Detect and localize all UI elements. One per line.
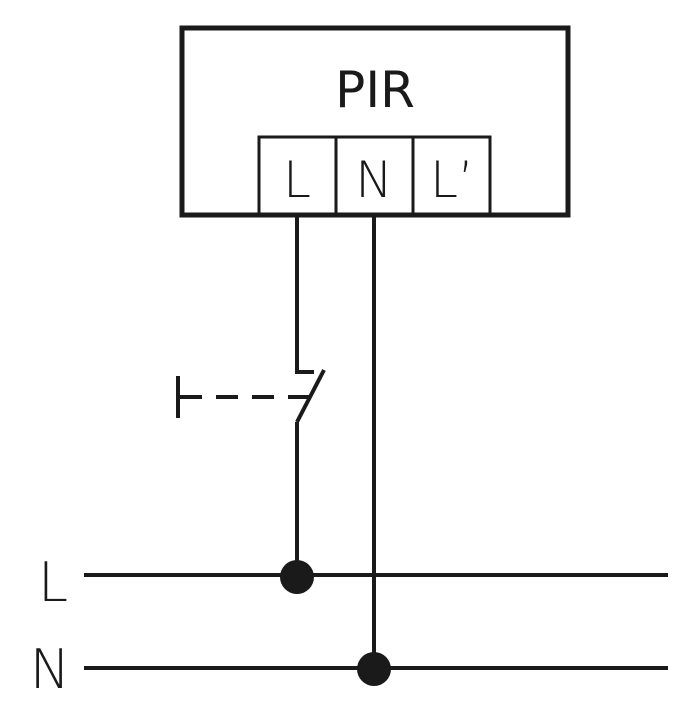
terminal-l-label: L — [283, 151, 311, 209]
pir-device: PIR L N L’ — [179, 25, 571, 218]
terminal-l-prime-label: L’ — [430, 151, 474, 209]
terminal-n — [334, 135, 415, 216]
terminal-n-label: N — [355, 151, 392, 209]
terminal-block: L N L’ — [257, 135, 492, 216]
live-wire — [295, 216, 326, 578]
switch-actuator — [176, 376, 310, 418]
live-wire-upper — [295, 216, 314, 374]
terminal-l-prime — [411, 135, 492, 216]
live-bus-label: L — [38, 551, 68, 614]
pir-title: PIR — [335, 61, 415, 119]
supply-lines: L N — [30, 551, 668, 701]
neutral-bus-label: N — [30, 638, 70, 701]
neutral-junction-node — [357, 652, 391, 686]
switch-contact — [295, 369, 326, 423]
live-junction-node — [280, 560, 314, 594]
terminal-l — [257, 135, 338, 216]
